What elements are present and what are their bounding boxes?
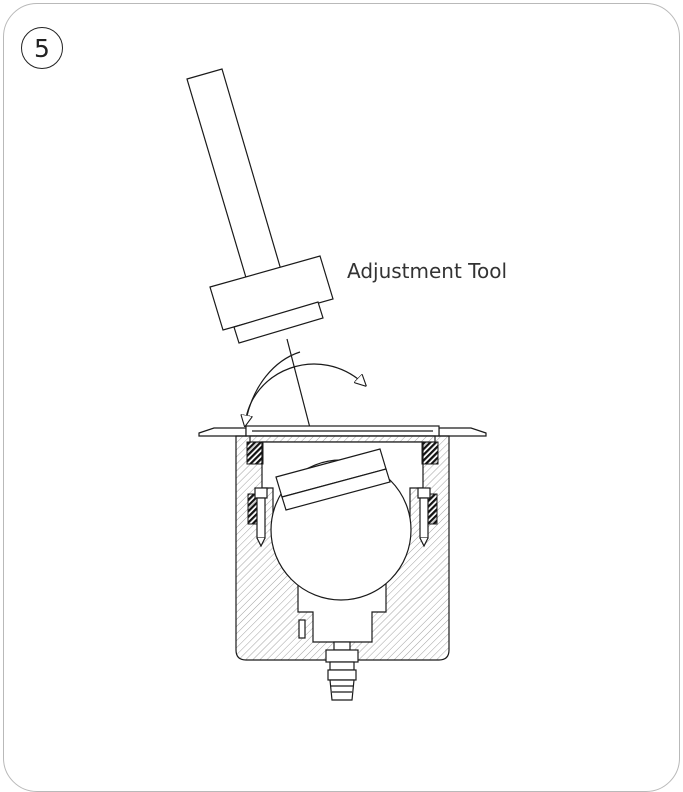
adjustable-lamp-ball xyxy=(270,448,412,601)
mounting-screws xyxy=(254,487,431,639)
adjustment-tool-label: Adjustment Tool xyxy=(347,259,508,283)
tool-shaft xyxy=(186,68,282,282)
rotate-arrow-icon xyxy=(245,351,365,425)
tool-head xyxy=(209,255,334,344)
cable-gland xyxy=(325,641,359,701)
step-number-badge: 5 xyxy=(21,27,63,69)
